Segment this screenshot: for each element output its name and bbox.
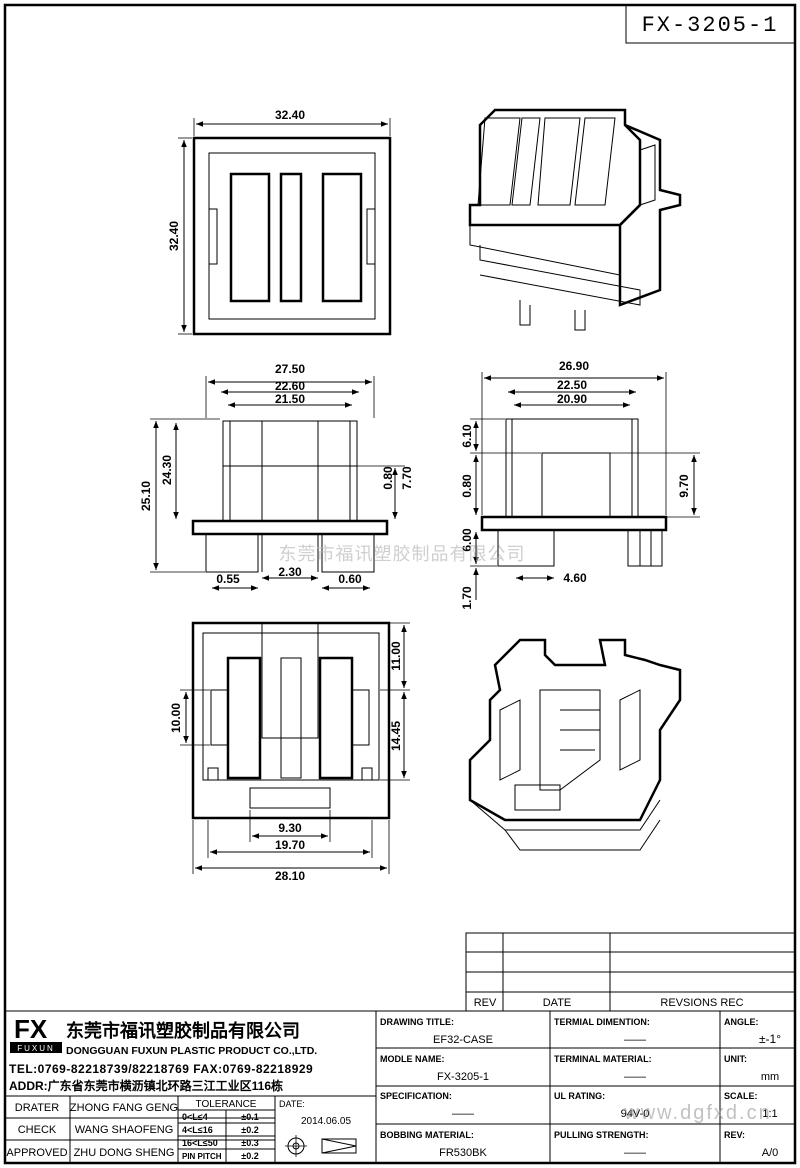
unit-value: mm <box>761 1071 779 1083</box>
title-block <box>5 1010 795 1163</box>
scale-label: SCALE: <box>724 1091 758 1101</box>
bobbing-material-value: FR530BK <box>439 1147 487 1159</box>
company-name-cn: 东莞市福讯塑胶制品有限公司 <box>66 1020 300 1041</box>
dim-side-d2: 22.50 <box>557 378 587 392</box>
signoff-label-drater: DRATER <box>15 1102 59 1114</box>
signoff-label-approved: APPROVED <box>6 1147 67 1159</box>
projection-symbol-icon <box>285 1135 357 1157</box>
tolerance-range-1: 0<L≤4 <box>182 1112 208 1122</box>
dim-front-d2: 22.60 <box>275 379 305 393</box>
specification-label: SPECIFICATION: <box>380 1091 452 1101</box>
scale-value: 1:1 <box>762 1108 777 1120</box>
bobbing-material-label: BOBBING MATERIAL: <box>380 1130 474 1140</box>
company-tel: TEL:0769-82218739/82218769 FAX:0769-8221… <box>9 1062 313 1076</box>
dim-top-width: 32.40 <box>275 108 305 122</box>
drawing-date: 2014.06.05 <box>301 1116 351 1127</box>
dim-front-h2: 24.30 <box>160 455 174 485</box>
logo-sub-text: FUXUN <box>17 1044 55 1053</box>
drawing-title-label: DRAWING TITLE: <box>380 1017 454 1027</box>
drawing-title-value: EF32-CASE <box>433 1034 493 1046</box>
dim-side-h4: 6.00 <box>460 528 474 552</box>
isometric-view-bottom <box>468 638 682 851</box>
tolerance-range-2: 4<L≤16 <box>182 1125 213 1135</box>
dim-bottom-h3: 14.45 <box>389 721 403 751</box>
dim-side-h1: 6.10 <box>460 424 474 448</box>
side-view <box>470 372 700 600</box>
signoff-name-check: WANG SHAOFENG <box>75 1124 174 1136</box>
pulling-strength-label: PULLING STRENGTH: <box>554 1130 649 1140</box>
tolerance-value-4: ±0.2 <box>241 1151 258 1161</box>
dim-front-h4: 7.70 <box>400 466 414 490</box>
specification-value: —— <box>452 1108 474 1120</box>
dim-front-h1: 25.10 <box>139 481 153 511</box>
dim-side-d3: 20.90 <box>557 392 587 406</box>
model-name-value: FX-3205-1 <box>437 1071 489 1083</box>
company-addr: ADDR:广东省东莞市横沥镇北环路三江工业区116栋 <box>9 1078 283 1093</box>
revision-header-date: DATE <box>543 997 572 1009</box>
dim-front-b1: 0.55 <box>216 572 240 586</box>
site-watermark: www.dgfxd.cn <box>623 1102 771 1124</box>
unit-label: UNIT: <box>724 1054 747 1064</box>
revision-header-rev: REV <box>474 997 497 1009</box>
ul-rating-value: 94V-0 <box>621 1108 650 1120</box>
tolerance-value-1: ±0.1 <box>241 1112 258 1122</box>
sheet-border <box>3 3 797 1165</box>
dim-bottom-b1: 9.30 <box>278 821 302 835</box>
watermark: 东莞市福讯塑胶制品有限公司 <box>279 544 526 564</box>
signoff-label-check: CHECK <box>18 1124 57 1136</box>
signoff-name-drater: ZHONG FANG GENG <box>70 1102 178 1114</box>
bottom-view <box>180 621 410 874</box>
revision-header-rec: REVSIONS REC <box>660 997 743 1009</box>
angle-label: ANGLE: <box>724 1017 759 1027</box>
tolerance-value-2: ±0.2 <box>241 1125 258 1135</box>
dim-bottom-h1: 10.00 <box>169 703 183 733</box>
angle-value: ±-1° <box>759 1032 781 1046</box>
tolerance-range-3: 16<L≤50 <box>182 1138 218 1148</box>
tolerance-value-3: ±0.3 <box>241 1138 258 1148</box>
front-view <box>150 376 405 591</box>
drawing-number: FX-3205-1 <box>642 13 779 38</box>
dim-front-b2: 2.30 <box>278 565 302 579</box>
dim-front-d1: 27.50 <box>275 362 305 376</box>
tolerance-title: TOLERANCE <box>196 1099 257 1110</box>
drawing-number-box <box>625 4 796 44</box>
dim-side-h5: 1.70 <box>460 586 474 610</box>
terminal-material-label: TERMINAL MATERIAL: <box>554 1054 652 1064</box>
dim-front-h3: 0.80 <box>381 466 395 490</box>
revision-table <box>465 932 796 1012</box>
model-name-label: MODLE NAME: <box>380 1054 445 1064</box>
dim-front-b3: 0.60 <box>338 572 362 586</box>
terminal-dimention-value: —— <box>624 1034 646 1046</box>
rev-value: A/0 <box>762 1147 779 1159</box>
dim-top-height: 32.40 <box>167 221 181 251</box>
dim-side-d1: 26.90 <box>559 359 589 373</box>
company-name-en: DONGGUAN FUXUN PLASTIC PRODUCT CO.,LTD. <box>66 1045 317 1057</box>
pulling-strength-value: —— <box>624 1147 646 1159</box>
ul-rating-label: UL RATING: <box>554 1091 605 1101</box>
dim-side-h2: 0.80 <box>460 474 474 498</box>
dim-side-b1: 4.60 <box>563 571 587 585</box>
terminal-material-value: —— <box>624 1071 646 1083</box>
tolerance-range-4: PIN PITCH <box>182 1152 222 1161</box>
date-label: DATE: <box>279 1099 305 1109</box>
terminal-dimention-label: TERMIAL DIMENTION: <box>554 1017 650 1027</box>
dim-side-h3: 9.70 <box>677 474 691 498</box>
dim-bottom-h2: 11.00 <box>389 641 403 671</box>
logo-sub-band <box>10 1042 62 1053</box>
signoff-name-approved: ZHU DONG SHENG <box>74 1147 175 1159</box>
top-view <box>178 118 392 336</box>
isometric-view-top <box>468 108 682 331</box>
rev-label: REV: <box>724 1130 745 1140</box>
dim-front-d3: 21.50 <box>275 392 305 406</box>
dim-bottom-b2: 19.70 <box>275 838 305 852</box>
company-logo: FX <box>14 1014 48 1044</box>
dim-bottom-b3: 28.10 <box>275 869 305 883</box>
